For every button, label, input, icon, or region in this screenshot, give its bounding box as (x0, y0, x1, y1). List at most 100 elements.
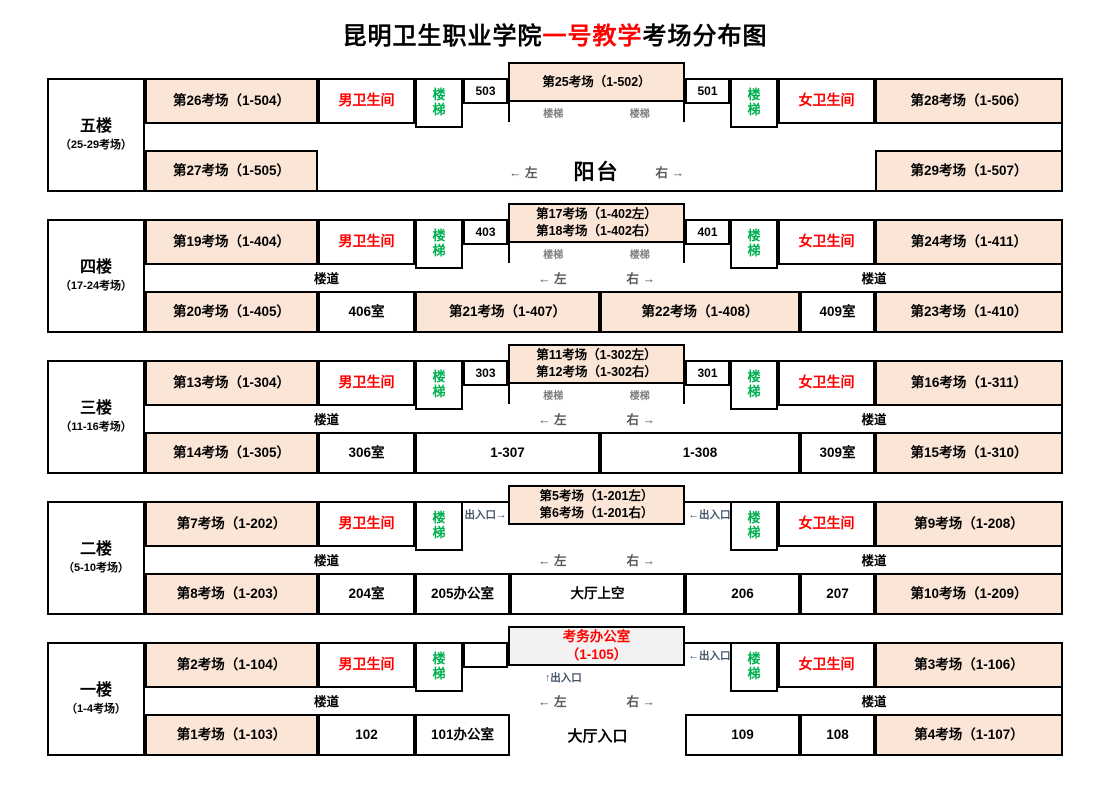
floor-label: 五楼（25-29考场） (47, 78, 145, 192)
room-cell: 1-308 (600, 432, 800, 474)
direction-arrows: ← 左 右 → (508, 267, 685, 287)
stair-landing-strip: 楼梯 楼梯 (508, 384, 685, 404)
stairs-cell-right: 楼 梯 (730, 501, 778, 551)
room-cell: 1-307 (415, 432, 600, 474)
floor-section-一楼: 一楼（1-4考场）第2考场（1-104）男卫生间楼 梯考务办公室（1-105）←… (47, 626, 1063, 756)
small-room-cell-right: 301 (685, 360, 730, 386)
room-cell: 第22考场（1-408） (600, 291, 800, 333)
exit-label-left: 出入口→ (464, 509, 507, 521)
exam-room-cell: 第26考场（1-504） (145, 78, 318, 124)
title-prefix: 昆明卫生职业学院 (342, 23, 543, 50)
floor-label: 二楼 （5-10考场） (47, 501, 145, 615)
left-direction-label: ← 左 (538, 553, 567, 568)
room-cell: 306室 (318, 432, 415, 474)
room-cell: 409室 (800, 291, 875, 333)
exit-label-right: ←出入口 (688, 509, 731, 521)
center-room-line: 第25考场（1-502） (542, 74, 651, 89)
room-cell: 第8考场（1-203） (145, 573, 318, 615)
stairs-small-label: 楼梯 (543, 249, 564, 261)
floor-section-二楼: 二楼（5-10考场）第7考场（1-202）男卫生间楼 梯出入口→第5考场（1-2… (47, 485, 1063, 615)
womens-restroom-cell: 女卫生间 (778, 501, 875, 547)
left-direction-label: ← 左 (538, 412, 567, 427)
corridor-label-right: 楼道 (861, 412, 887, 427)
stairs-cell-left: 楼 梯 (415, 642, 463, 692)
womens-restroom-cell: 女卫生间 (778, 78, 875, 124)
room-cell: 第10考场（1-209） (875, 573, 1063, 615)
mens-restroom-cell: 男卫生间 (318, 78, 415, 124)
room-cell: 101办公室 (415, 714, 510, 756)
stairs-small-label: 楼梯 (629, 108, 650, 120)
floor-name: 四楼 (79, 259, 112, 277)
stairs-cell-left: 楼 梯 (415, 360, 463, 410)
direction-arrows: ← 左 右 → (508, 549, 685, 569)
right-direction-label: 右 → (626, 412, 655, 427)
exam-room-cell: 第7考场（1-202） (145, 501, 318, 547)
floor-label: 一楼（1-4考场） (47, 642, 145, 756)
room-cell: 207 (800, 573, 875, 615)
stairs-cell-right: 楼 梯 (730, 219, 778, 269)
floor-room-range: （5-10考场） (62, 562, 130, 575)
right-direction-label: 右 → (626, 694, 655, 709)
room-cell: 108 (800, 714, 875, 756)
center-room-line: 第5考场（1-201左） (539, 489, 654, 504)
stairs-small-label: 楼梯 (629, 249, 650, 261)
mens-restroom-cell: 男卫生间 (318, 219, 415, 265)
exam-room-cell: 第19考场（1-404） (145, 219, 318, 265)
left-direction-label: ← 左 (538, 271, 567, 286)
left-direction-label: ← 左 (509, 165, 538, 180)
exam-room-cell: 第9考场（1-208） (875, 501, 1063, 547)
floor-name: 五楼 (79, 118, 112, 136)
small-room-cell-right: 401 (685, 219, 730, 245)
small-room-cell-right: 501 (685, 78, 730, 104)
center-room-cell: 考务办公室（1-105） (508, 626, 685, 666)
stairs-cell-left: 楼 梯 (415, 78, 463, 128)
right-direction-label: 右 → (626, 553, 655, 568)
floor-name: 一楼 (79, 682, 112, 700)
room-cell: 309室 (800, 432, 875, 474)
hall-entrance-label: 大厅入口 (567, 727, 628, 745)
floor-label: 四楼 （17-24考场） (47, 219, 145, 333)
corridor-label-left: 楼道 (313, 694, 339, 709)
stairs-small-label: 楼梯 (543, 390, 564, 402)
corridor-label-left: 楼道 (313, 412, 339, 427)
stair-landing-strip: 楼梯 楼梯 (508, 102, 685, 122)
room-cell: 109 (685, 714, 800, 756)
center-room-line: 第11考场（1-302左） (536, 348, 657, 363)
stairs-small-label: 楼梯 (629, 390, 650, 402)
stair-landing-strip: 楼梯 楼梯 (508, 243, 685, 263)
exam-room-cell: 第3考场（1-106） (875, 642, 1063, 688)
small-room-cell-left (463, 642, 508, 668)
balcony-label: 阳台 (573, 161, 620, 184)
mens-restroom-cell: 男卫生间 (318, 501, 415, 547)
room-cell: 第21考场（1-407） (415, 291, 600, 333)
center-room-line: 第17考场（1-402左） (536, 207, 657, 222)
womens-restroom-cell: 女卫生间 (778, 360, 875, 406)
center-room-line: 第12考场（1-302右） (536, 365, 657, 379)
direction-arrows: ← 左 右 → (508, 690, 685, 710)
center-room-cell: 第17考场（1-402左）第18考场（1-402右） (508, 203, 685, 243)
room-cell: 206 (685, 573, 800, 615)
room-cell: 406室 (318, 291, 415, 333)
center-room-line: 第6考场（1-201右） (539, 506, 654, 520)
stairs-cell-right: 楼 梯 (730, 78, 778, 128)
exam-room-cell: 第2考场（1-104） (145, 642, 318, 688)
floor-name: 三楼 (79, 400, 112, 418)
corridor-label-right: 楼道 (861, 694, 887, 709)
stairs-cell-left: 楼 梯 (415, 501, 463, 551)
room-cell: 第1考场（1-103） (145, 714, 318, 756)
room-cell: 205办公室 (415, 573, 510, 615)
room-cell: 第23考场（1-410） (875, 291, 1063, 333)
balcony-area: ← 左阳台右 → (318, 150, 875, 192)
exam-room-cell: 第24考场（1-411） (875, 219, 1063, 265)
corridor-label-left: 楼道 (313, 553, 339, 568)
stairs-small-label: 楼梯 (543, 108, 564, 120)
center-room-cell: 第25考场（1-502） (508, 62, 685, 102)
left-direction-label: ← 左 (538, 694, 567, 709)
exit-up-label: ↑出入口 (545, 672, 582, 684)
floor-name: 二楼 (79, 541, 112, 559)
right-direction-label: 右 → (626, 271, 655, 286)
center-room-line: 考务办公室 (562, 628, 631, 644)
floor-room-range: （17-24考场） (59, 280, 133, 293)
